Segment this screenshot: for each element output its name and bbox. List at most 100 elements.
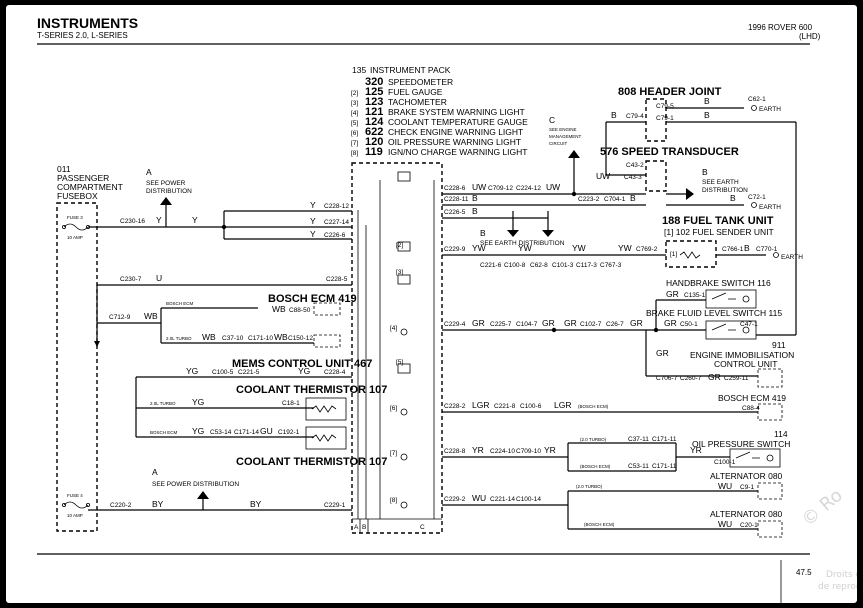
wire-label: UW <box>546 182 560 192</box>
wire-label: B <box>611 110 617 120</box>
brake-fluid-switch-symbol <box>711 323 736 331</box>
oil-switch-contact <box>766 454 774 462</box>
splice-gr-1 <box>551 327 557 333</box>
pack-tag: [4] <box>390 325 397 332</box>
wire-label: C100-8 <box>504 262 526 269</box>
earth-terminal-3 <box>773 252 779 258</box>
wire-label: C9-1 <box>740 484 754 491</box>
oil-switch-code: 114 <box>774 429 788 439</box>
wire-label: C228-11 <box>444 196 469 203</box>
speed-transducer-box <box>645 160 667 192</box>
wire-label: C221-8 <box>494 403 516 410</box>
wire-label: YG <box>186 366 198 376</box>
wire-label: C26-7 <box>606 321 624 328</box>
wire-label: C704-1 <box>604 196 626 203</box>
wire-label: C228-4 <box>324 369 346 376</box>
power-arrow-up <box>160 197 172 205</box>
check-engine-lamp <box>400 408 408 416</box>
wire-label: C770-1 <box>756 246 778 253</box>
wire-label: C135-1 <box>684 292 706 299</box>
fuse3-symbol <box>63 223 89 231</box>
immob-line2: CONTROL UNIT <box>714 359 777 369</box>
power-ref-line2: DISTRIBUTION <box>146 188 192 195</box>
wire-label: 2.0L TURBO <box>150 401 176 406</box>
coolant-thermistor-2: COOLANT THERMISTOR 107 <box>236 456 387 468</box>
earth-arrow-1 <box>507 230 519 237</box>
fuel-tank-box <box>665 240 717 268</box>
alternator-2-label: ALTERNATOR 080 <box>710 509 783 519</box>
earth-arrow-3 <box>686 188 694 200</box>
mgmt-line3: CIRCUIT <box>549 141 567 146</box>
wire-label: C220-2 <box>110 502 132 509</box>
wire-label: C171-11 <box>652 436 677 443</box>
bosch-ecm-box <box>313 302 341 316</box>
ip-title: INSTRUMENT PACK <box>370 65 451 75</box>
fuse3-amp: 10 AMP <box>67 235 83 240</box>
oil-switch-symbol <box>735 451 760 459</box>
wire-label: (2.0 TURBO) <box>580 437 607 442</box>
splice-uw <box>571 191 577 197</box>
speedo-element <box>397 171 411 182</box>
ip-item-text: COOLANT TEMPERATURE GAUGE <box>388 117 528 127</box>
wire-label: C79-4 <box>626 113 644 120</box>
wire-label: C230-16 <box>120 218 145 225</box>
brake-fluid-switch-box <box>705 320 757 340</box>
wire-label: C100-14 <box>516 496 541 503</box>
ip-item-code: 119 <box>365 146 383 158</box>
earth-terminal-2 <box>751 202 757 208</box>
bosch-ecm-label: BOSCH ECM 419 <box>268 293 357 305</box>
wire-label: C79-1 <box>656 115 674 122</box>
ip-item-code: 123 <box>365 96 383 108</box>
pack-tag: [5] <box>396 359 403 366</box>
coolant-gauge-element <box>397 363 411 374</box>
earth-label-1: EARTH <box>759 106 781 113</box>
wire-label: C72-1 <box>748 194 766 201</box>
ip-item-text: TACHOMETER <box>388 97 447 107</box>
wire-label: UW <box>472 182 486 192</box>
wire-label: Y <box>156 215 162 225</box>
earth-ref-text: SEE EARTH DISTRIBUTION <box>480 240 565 247</box>
oil-warning-lamp <box>400 453 408 461</box>
ip-item-tag: [4] <box>351 110 358 117</box>
wire-label: WB <box>274 332 288 342</box>
ip-item-code: 320 <box>365 76 383 88</box>
fuse4-amp: 10 AMP <box>67 513 83 518</box>
wire-u-arrow <box>94 341 100 347</box>
power-ref-b-text: SEE POWER DISTRIBUTION <box>152 481 239 488</box>
wire-label: C221-5 <box>238 369 260 376</box>
wiring-sheet: INSTRUMENTS T-SERIES 2.0, L-SERIES 1996 … <box>6 5 857 603</box>
wire-label: C171-14 <box>234 429 259 436</box>
alternator-1-box <box>757 482 783 500</box>
fuel-sender-symbol <box>679 251 701 259</box>
ip-code: 135 <box>352 65 366 75</box>
wire-label: C47-1 <box>740 321 758 328</box>
earth-label-2: EARTH <box>759 204 781 211</box>
wire-label: B <box>730 193 736 203</box>
wire-label: B <box>472 206 478 216</box>
handbrake-switch-box <box>705 289 757 309</box>
wire-label: BOSCH ECM <box>150 430 178 435</box>
wire-label: YG <box>192 426 204 436</box>
brake-fluid-label: BRAKE FLUID LEVEL SWITCH 115 <box>646 308 782 318</box>
wire-label: GR <box>564 318 577 328</box>
wire-label: LGR <box>472 400 489 410</box>
drive-side: (LHD) <box>799 32 821 41</box>
ip-item-tag: [2] <box>351 90 358 97</box>
wire-label: Y <box>310 216 316 226</box>
pack-tag: [6] <box>390 405 397 412</box>
wire-label: GR <box>666 289 679 299</box>
handbrake-switch-symbol <box>711 292 736 300</box>
wire-label: C102-7 <box>580 321 602 328</box>
ip-pin-c: C <box>420 524 425 531</box>
wire-label: C62-1 <box>748 96 766 103</box>
wire-label: C43-3 <box>624 174 642 181</box>
wire-label: C706-7 <box>656 375 678 382</box>
page-subtitle: T-SERIES 2.0, L-SERIES <box>37 31 128 40</box>
wire-label: C100-6 <box>520 403 542 410</box>
fusebox-outline <box>56 202 98 532</box>
wire-label: LGR <box>554 400 571 410</box>
wire-label: C229-1 <box>324 502 346 509</box>
speed-transducer-label: 576 SPEED TRANSDUCER <box>600 146 739 158</box>
oil-switch-box <box>729 448 781 468</box>
wire-label: GR <box>542 318 555 328</box>
